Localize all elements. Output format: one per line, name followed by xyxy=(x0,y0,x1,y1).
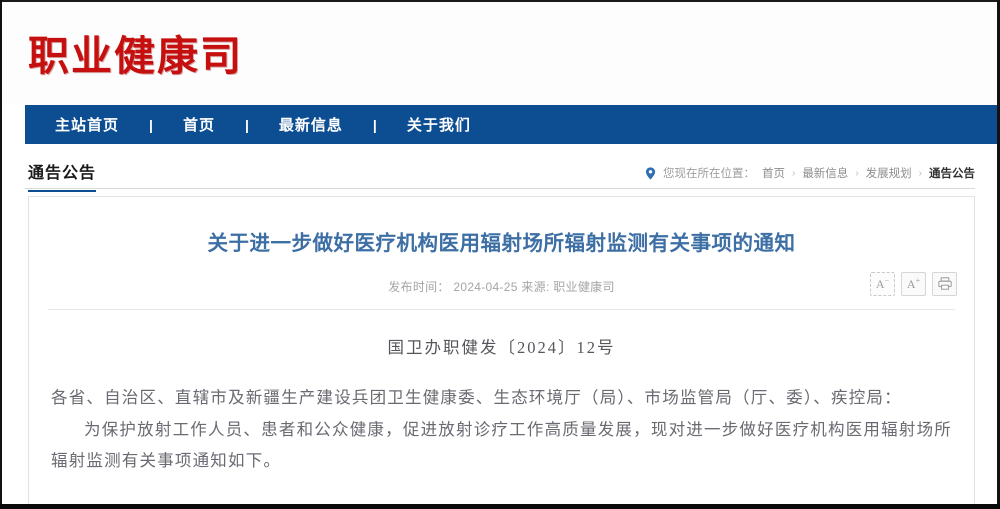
nav-separator-2: | xyxy=(244,116,249,133)
article-card: 关于进一步做好医疗机构医用辐射场所辐射监测有关事项的通知 发布时间： 2024-… xyxy=(28,196,975,505)
print-button[interactable] xyxy=(932,271,957,296)
breadcrumb-link-latest-info[interactable]: 最新信息 xyxy=(802,168,849,180)
breadcrumb-arrow-2: › xyxy=(855,167,859,179)
article-meta: 发布时间： 2024-04-25 来源: 职业健康司 xyxy=(388,279,615,294)
nav-item-home[interactable]: 首页 xyxy=(182,117,215,134)
nav-item-latest-info[interactable]: 最新信息 xyxy=(278,117,343,134)
window-bottom-edge xyxy=(0,504,1000,509)
channel-title-rule xyxy=(25,188,975,189)
nav-item-about-us[interactable]: 关于我们 xyxy=(406,117,471,134)
breadcrumb-arrow-1: › xyxy=(791,167,796,179)
font-increase-button[interactable]: A+ xyxy=(901,271,926,296)
font-increase-icon: A+ xyxy=(906,276,921,292)
breadcrumb-label: 您现在所在位置： xyxy=(662,168,755,180)
breadcrumb-arrow-3: › xyxy=(918,167,922,179)
document-number: 国卫办职健发〔2024〕12号 xyxy=(387,337,616,357)
breadcrumb-link-home[interactable]: 首页 xyxy=(761,168,785,180)
printer-icon xyxy=(937,277,952,290)
window-top-edge xyxy=(0,0,1000,2)
nav-separator-1: | xyxy=(149,116,153,133)
page-title: 通告公告 xyxy=(28,159,97,192)
breadcrumb-link-development-plan[interactable]: 发展规划 xyxy=(865,168,912,180)
article-meta-row: 发布时间： 2024-04-25 来源: 职业健康司 A− A+ xyxy=(29,271,974,304)
site-logo[interactable]: 职业健康司 xyxy=(28,32,243,80)
nav-item-main-home[interactable]: 主站首页 xyxy=(55,117,120,134)
breadcrumb: 您现在所在位置： 首页 › 最新信息 › 发展规划 › 通告公告 xyxy=(645,165,975,181)
font-decrease-icon: A− xyxy=(875,276,890,292)
article-paragraph: 各省、自治区、直辖市及新疆生产建设兵团卫生健康委、生态环境厅（局）、市场监管局（… xyxy=(51,387,902,407)
article-divider xyxy=(48,308,955,310)
channel-title-row: 通告公告 您现在所在位置： 首页 › 最新信息 › 发展规划 › 通告公告 xyxy=(25,152,975,192)
site-header: 职业健康司 xyxy=(2,2,997,105)
article-paragraph: 为保护放射工作人员、患者和公众健康，促进放射诊疗工作高质量发展，现对进一步做好医… xyxy=(51,419,952,470)
article-title: 关于进一步做好医疗机构医用辐射场所辐射监测有关事项的通知 xyxy=(207,232,796,255)
location-pin-icon xyxy=(645,166,656,180)
nav-separator-3: | xyxy=(372,116,377,133)
article-body: 各省、自治区、直辖市及新疆生产建设兵团卫生健康委、生态环境厅（局）、市场监管局（… xyxy=(51,382,952,476)
main-navigation: 主站首页 | 首页 | 最新信息 | 关于我们 xyxy=(25,105,997,144)
breadcrumb-current: 通告公告 xyxy=(929,168,975,180)
article-tools: A− A+ xyxy=(870,271,957,296)
window-right-edge xyxy=(997,0,1000,509)
window-left-edge xyxy=(0,0,2,509)
font-decrease-button[interactable]: A− xyxy=(870,271,895,296)
